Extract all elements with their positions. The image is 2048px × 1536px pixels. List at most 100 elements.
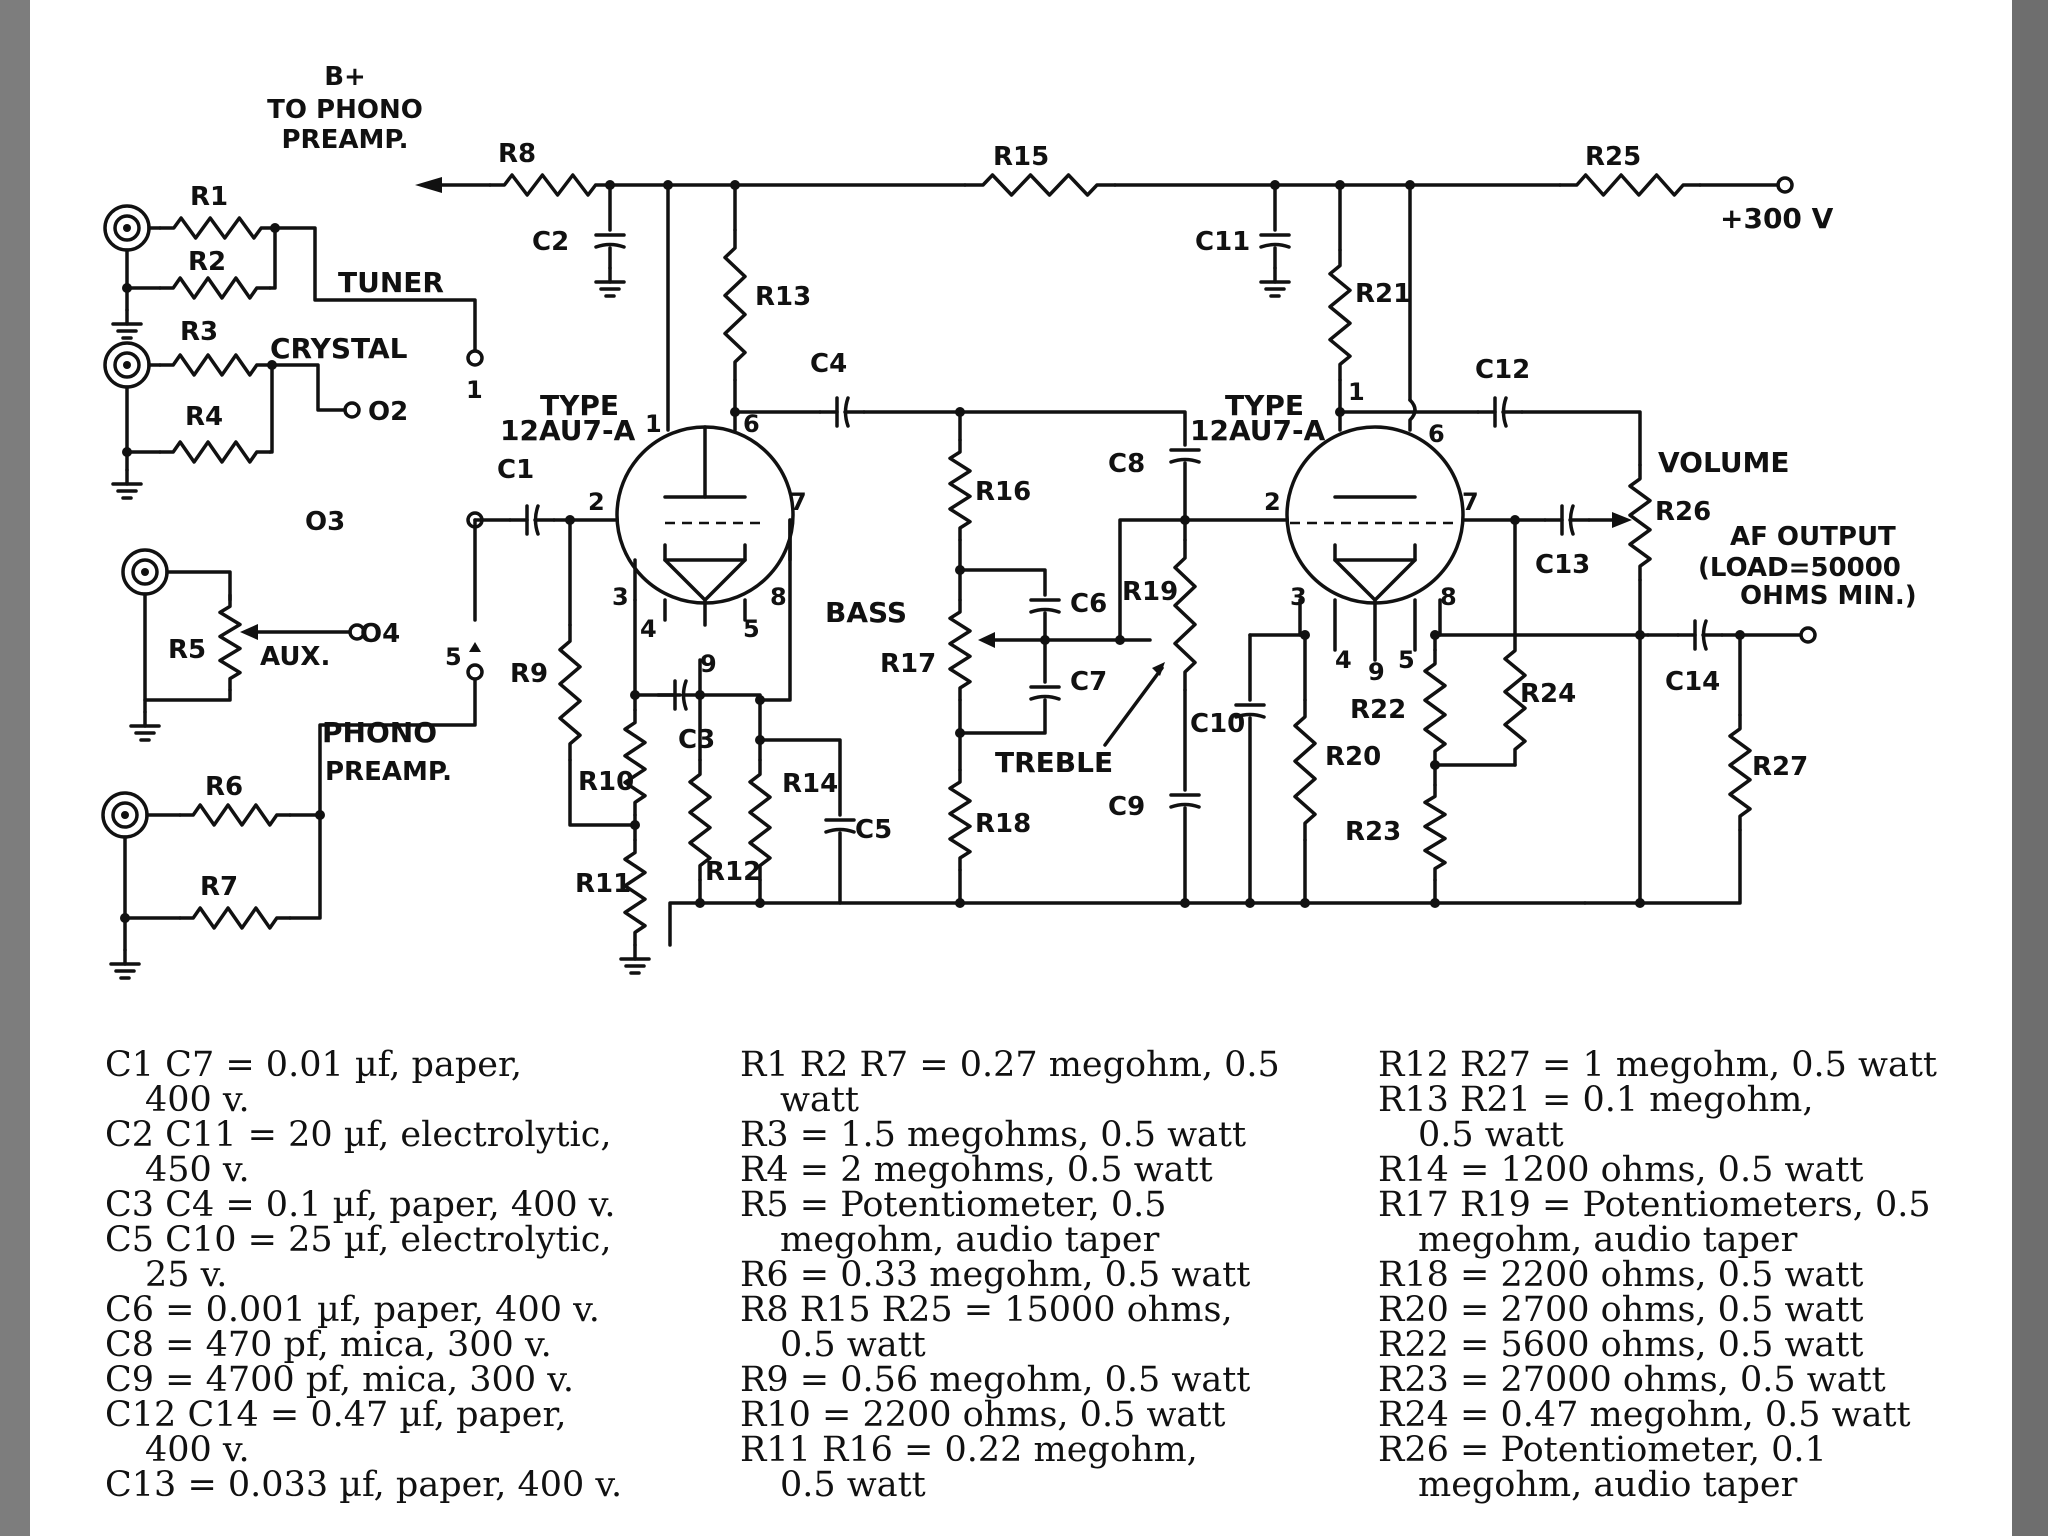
parts-line: 400 v.: [145, 1080, 250, 1120]
v2-pin-9: 9: [1368, 658, 1385, 686]
arrow-icon: [1152, 662, 1165, 676]
wire-crossover: [1408, 398, 1417, 432]
v1-pin-7: 7: [790, 488, 807, 516]
parts-line: R10 = 2200 ohms, 0.5 watt: [740, 1395, 1226, 1435]
wire: [165, 570, 232, 602]
bplus-label: B+: [324, 62, 366, 92]
r3-resistor: [158, 353, 272, 377]
vacuum-tubes: [615, 425, 1465, 605]
parts-line: R1 R2 R7 = 0.27 megohm, 0.5: [740, 1045, 1280, 1085]
r7-resistor: [178, 906, 292, 930]
r16-label: R16: [975, 477, 1031, 507]
r18-resistor: [948, 768, 972, 872]
junction-dot: [755, 695, 765, 705]
wire: [1118, 518, 1187, 642]
tube1-model-label: 12AU7-A: [500, 414, 636, 447]
terminal-icon: [466, 663, 484, 681]
parts-line: C3 C4 = 0.1 µf, paper, 400 v.: [105, 1185, 616, 1225]
parts-line: C2 C11 = 20 µf, electrolytic,: [105, 1115, 612, 1155]
r21-label: R21: [1355, 279, 1411, 309]
supply-voltage-label: +300 V: [1720, 202, 1834, 235]
c8-label: C8: [1108, 449, 1145, 479]
preamp-label: PREAMP.: [325, 757, 452, 787]
r24-label: R24: [1520, 679, 1576, 709]
input-jack-icon: [121, 811, 129, 819]
wire: [288, 813, 322, 920]
c9-label: C9: [1108, 792, 1145, 822]
parts-line: R12 R27 = 1 megohm, 0.5 watt: [1378, 1045, 1937, 1085]
v1-pin-1: 1: [645, 410, 662, 438]
terminal-icon: [466, 511, 484, 529]
junction-dot: [1180, 515, 1190, 525]
r14-label: R14: [782, 769, 838, 799]
r5-potentiometer: [218, 593, 242, 692]
wire: [668, 901, 1587, 947]
wire: [758, 738, 842, 817]
parts-line: R14 = 1200 ohms, 0.5 watt: [1378, 1150, 1864, 1190]
v2-pin-1: 1: [1348, 378, 1365, 406]
to-phono-label: TO PHONO: [267, 95, 423, 125]
junction-dot: [1115, 635, 1125, 645]
junction-dot: [270, 223, 280, 233]
document-page: [30, 0, 2012, 1536]
r2-resistor: [158, 276, 272, 300]
junction-dot: [1040, 635, 1050, 645]
input-jack-icon: [131, 558, 159, 586]
junction-dot: [695, 898, 705, 908]
terminal-icon: [1799, 626, 1817, 644]
junction-dot: [730, 407, 740, 417]
crystal-label: CRYSTAL: [270, 332, 408, 365]
r9-label: R9: [510, 659, 548, 689]
junction-dot: [315, 810, 325, 820]
parts-line: C1 C7 = 0.01 µf, paper,: [105, 1045, 522, 1085]
junction-dot: [1735, 630, 1745, 640]
parts-line: megohm, audio taper: [1418, 1465, 1798, 1505]
parts-line: R17 R19 = Potentiometers, 0.5: [1378, 1185, 1931, 1225]
terminal-icon: [466, 349, 484, 367]
parts-line: megohm, audio taper: [780, 1220, 1160, 1260]
junction-dot: [1335, 407, 1345, 417]
tube1-type-label: TYPE: [540, 389, 619, 422]
wire: [143, 592, 232, 702]
r25-resistor: [1558, 173, 1702, 197]
junction-dot: [1180, 898, 1190, 908]
c1-cap-label: C1: [497, 455, 534, 485]
parts-list-resistors-1: R1 R2 R7 = 0.27 megohm, 0.5 watt R3 = 1.…: [740, 1048, 1280, 1503]
viewer-scrollbar-area: [2012, 0, 2048, 1536]
v2-pin-6: 6: [1428, 420, 1445, 448]
c11-label: C11: [1195, 227, 1250, 257]
r1-resistor: [158, 216, 277, 240]
wire: [123, 835, 182, 920]
parts-line: R13 R21 = 0.1 megohm,: [1378, 1080, 1814, 1120]
wire: [958, 410, 1187, 447]
r24-resistor: [1503, 633, 1527, 767]
junction-dot: [267, 360, 277, 370]
terminal-icon: [343, 401, 361, 419]
input-jack-icon: [121, 548, 169, 596]
parts-line: R4 = 2 megohms, 0.5 watt: [740, 1150, 1213, 1190]
schematic-labels: B+ TO PHONO PREAMP. TUNER CRYSTAL AUX. P…: [168, 62, 1917, 902]
v2-pin-5: 5: [1398, 646, 1415, 674]
c6-label: C6: [1070, 589, 1107, 619]
preamp-top-label: PREAMP.: [282, 125, 409, 155]
r17-potentiometer: [948, 598, 972, 702]
r27-label: R27: [1752, 752, 1808, 782]
junction-dot: [1430, 898, 1440, 908]
junction-dot: [755, 735, 765, 745]
r12-label: R12: [705, 857, 761, 887]
junction-dot: [1635, 630, 1645, 640]
c12-label: C12: [1475, 355, 1530, 385]
junction-dot: [663, 180, 673, 190]
switch-pos-5: 5: [445, 643, 462, 671]
r8-label: R8: [498, 139, 536, 169]
volume-label: VOLUME: [1658, 446, 1790, 479]
input-jack-icon: [111, 801, 139, 829]
wire: [958, 568, 1047, 597]
tube2-type-label: TYPE: [1225, 389, 1304, 422]
wire: [758, 518, 792, 702]
parts-line: R23 = 27000 ohms, 0.5 watt: [1378, 1360, 1886, 1400]
parts-line: C9 = 4700 pf, mica, 300 v.: [105, 1360, 574, 1400]
r10-label: R10: [578, 767, 634, 797]
c1-label: C2: [532, 227, 569, 257]
arrow-icon: [415, 177, 442, 193]
